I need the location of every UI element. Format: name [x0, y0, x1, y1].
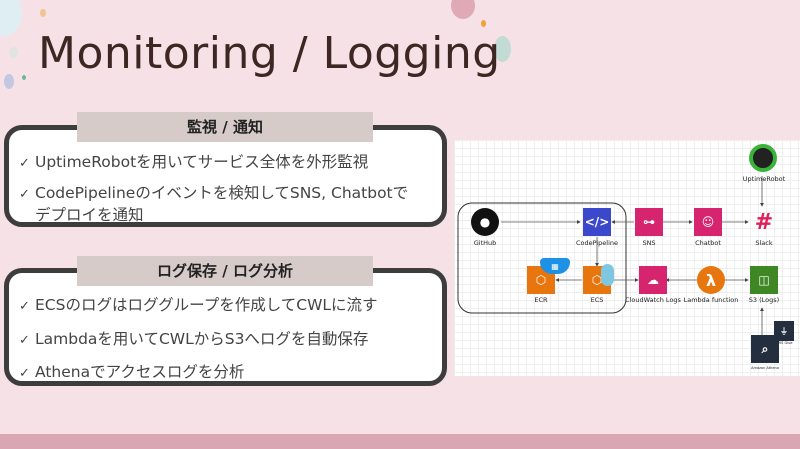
section-heading: ログ保存 / ログ分析: [77, 256, 373, 286]
chatbot-icon: ☺: [694, 208, 722, 236]
athena-icon: ⌕: [751, 335, 779, 363]
decor-circle: [481, 20, 486, 27]
lambda-icon: λ: [697, 266, 725, 294]
check-icon: ✓: [19, 187, 30, 202]
sns-icon: ⊶: [635, 208, 663, 236]
bullet-text: ECSのログはロググループを作成してCWLに流す: [35, 296, 378, 314]
cloudwatch-logs-icon: ☁: [639, 266, 667, 294]
uptimerobot-label: UptimeRobot: [742, 175, 786, 183]
monitoring-box: ✓ UptimeRobotを用いてサービス全体を外形監視 ✓ CodePipelin…: [4, 125, 447, 227]
bullet-item: ✓ CodePipelineのイベントを検知してSNS, Chatbotでデプロイ…: [9, 182, 442, 224]
chatbot-label: Chatbot: [695, 239, 721, 247]
decor-circle: [40, 9, 46, 17]
check-icon: ✓: [19, 299, 30, 314]
bullet-item: ✓ UptimeRobotを用いてサービス全体を外形監視: [9, 151, 442, 175]
bullet-item: ✓ ECSのログはロググループを作成してCWLに流す: [9, 294, 442, 318]
logging-box: ✓ ECSのログはロググループを作成してCWLに流す ✓ Lambdaを用いてCWL…: [4, 268, 447, 386]
uptimerobot-icon: [749, 144, 777, 172]
codepipeline-label: CodePipeline: [575, 239, 619, 247]
decor-circle: [22, 75, 26, 80]
gopher-icon: [601, 264, 614, 286]
page-title: Monitoring / Logging: [38, 28, 501, 79]
s3-label: S3 (Logs): [748, 296, 780, 304]
ecs-label: ECS: [590, 296, 604, 304]
slack-icon: #: [754, 209, 774, 235]
decor-circle: [0, 0, 22, 36]
architecture-diagram: ● GitHub </> CodePipeline ⊶ SNS ☺ Chatbo…: [454, 140, 800, 376]
decor-circle: [9, 47, 18, 58]
docker-icon: ▦: [540, 258, 570, 274]
github-label: GitHub: [473, 239, 497, 247]
bullet-text: CodePipelineのイベントを検知してSNS, Chatbotで: [35, 184, 409, 202]
lambda-label: Lambda function: [683, 296, 739, 304]
footer-bar: [0, 434, 800, 449]
s3-icon: ◫: [750, 266, 778, 294]
bullet-text: Athenaでアクセスログを分析: [35, 363, 245, 381]
slack-label: Slack: [755, 239, 773, 247]
cloudwatch-logs-label: CloudWatch Logs: [625, 296, 681, 304]
decor-circle: [451, 0, 475, 19]
diagram-connectors: [457, 176, 764, 336]
decor-circle: [494, 36, 511, 62]
check-icon: ✓: [19, 366, 30, 381]
sns-label: SNS: [642, 239, 656, 247]
bullet-item: ✓ Athenaでアクセスログを分析: [9, 361, 442, 385]
aws-glue-label: AWS Glue: [775, 341, 793, 345]
github-icon: ●: [471, 208, 499, 236]
aws-glue-icon: ⏚: [774, 321, 794, 341]
athena-label: Amazon Athena: [751, 366, 779, 370]
check-icon: ✓: [19, 333, 30, 348]
codepipeline-icon: </>: [583, 208, 611, 236]
bullet-text: UptimeRobotを用いてサービス全体を外形監視: [35, 153, 369, 171]
section-heading: 監視 / 通知: [77, 112, 373, 142]
bullet-text: Lambdaを用いてCWLからS3へログを自動保存: [35, 330, 369, 348]
check-icon: ✓: [19, 156, 30, 171]
ecr-label: ECR: [534, 296, 548, 304]
bullet-text-cont: デプロイを通知: [35, 206, 144, 224]
bullet-item: ✓ Lambdaを用いてCWLからS3へログを自動保存: [9, 328, 442, 352]
decor-circle: [4, 74, 14, 89]
